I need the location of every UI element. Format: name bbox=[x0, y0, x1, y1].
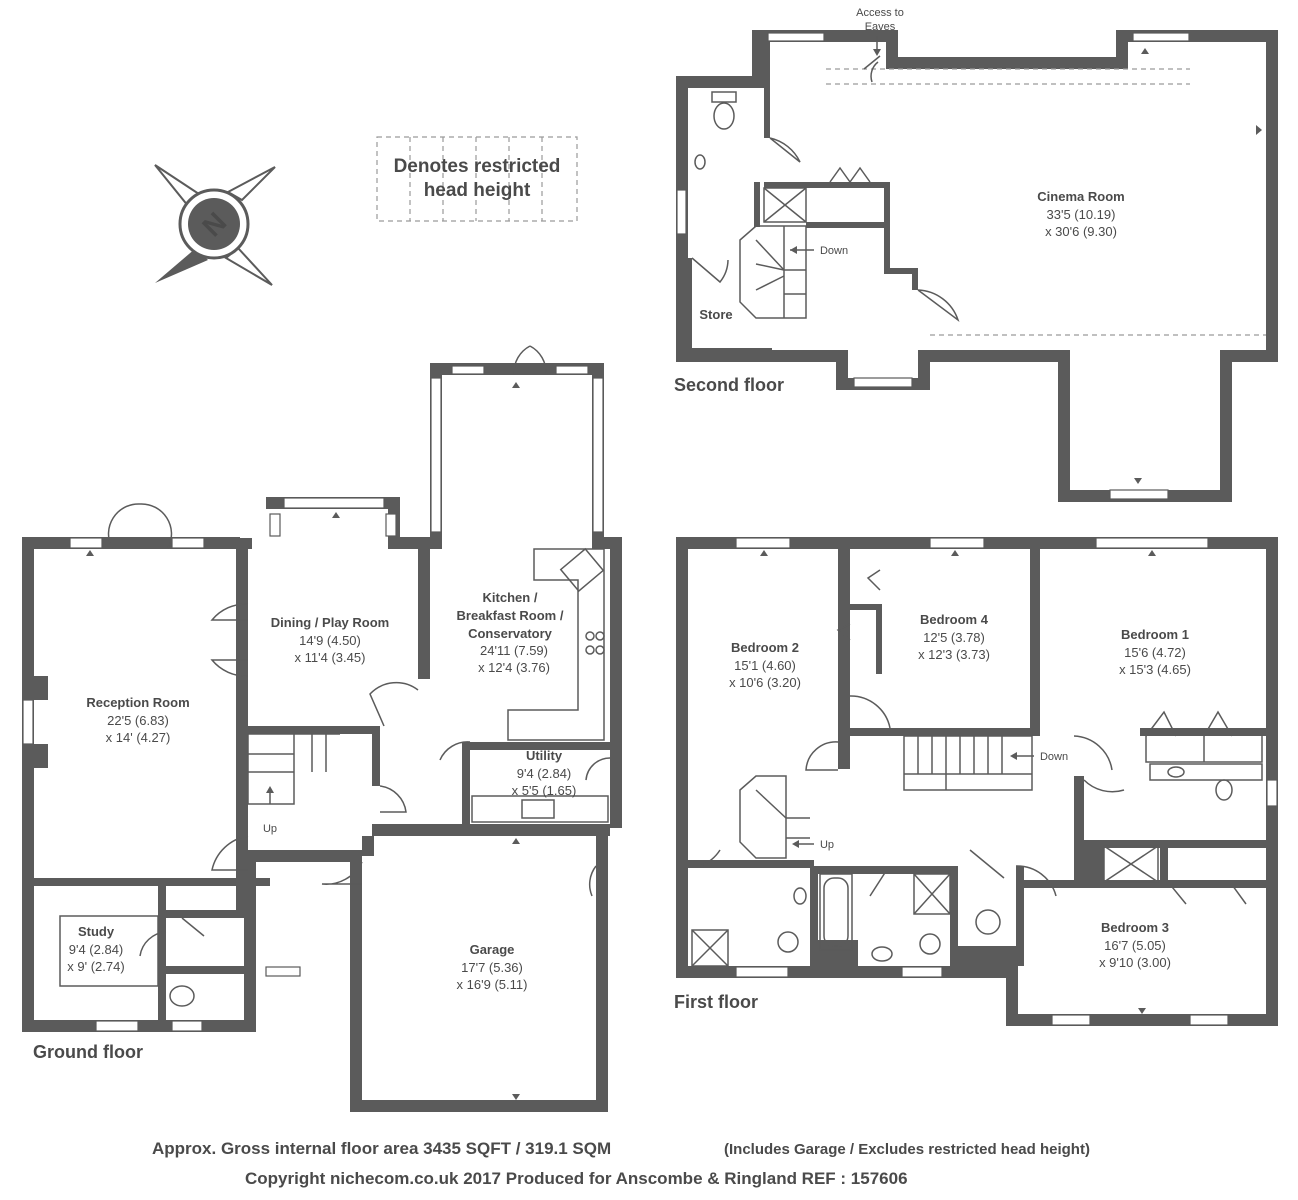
eaves-access-line-2: Eaves bbox=[865, 21, 896, 33]
kitchen-name-line-2: Breakfast Room / bbox=[457, 608, 564, 623]
north-compass-icon: N bbox=[154, 164, 276, 286]
bedroom-4-dim-1: 12'5 (3.78) bbox=[923, 630, 985, 645]
ground-floor-plan: Reception Room 22'5 (6.83) x 14' (4.27) … bbox=[22, 345, 622, 1112]
legend-line-1: Denotes restricted bbox=[394, 156, 561, 177]
legend-line-2: head height bbox=[424, 180, 531, 201]
study-dim-2: x 9' (2.74) bbox=[67, 959, 124, 974]
kitchen-dim-1: 24'11 (7.59) bbox=[480, 643, 548, 658]
bedroom-1-dim-2: x 15'3 (4.65) bbox=[1119, 662, 1191, 677]
bedroom-2-dim-1: 15'1 (4.60) bbox=[734, 658, 796, 673]
second-floor-plan: Cinema Room 33'5 (10.19) x 30'6 (9.30) S… bbox=[674, 7, 1278, 502]
restricted-height-legend: Denotes restricted head height bbox=[376, 136, 578, 222]
cinema-room-dim-1: 33'5 (10.19) bbox=[1047, 207, 1116, 222]
utility-dim-2: x 5'5 (1.65) bbox=[512, 783, 577, 798]
ground-floor-stair-up: Up bbox=[263, 823, 277, 835]
cinema-room-name: Cinema Room bbox=[1037, 189, 1124, 204]
floor-area-text: Approx. Gross internal floor area 3435 S… bbox=[152, 1139, 611, 1158]
first-floor-plan: Bedroom 2 15'1 (4.60) x 10'6 (3.20) Bedr… bbox=[674, 537, 1278, 1026]
bedroom-1-dim-1: 15'6 (4.72) bbox=[1124, 645, 1186, 660]
cinema-room-dim-2: x 30'6 (9.30) bbox=[1045, 224, 1117, 239]
study-dim-1: 9'4 (2.84) bbox=[69, 942, 124, 957]
study-name: Study bbox=[78, 924, 115, 939]
reception-room-name: Reception Room bbox=[86, 695, 189, 710]
second-floor-stair-down: Down bbox=[820, 245, 848, 257]
floor-area-note: (Includes Garage / Excludes restricted h… bbox=[724, 1141, 1090, 1158]
utility-name: Utility bbox=[526, 748, 563, 763]
second-floor-label: Second floor bbox=[674, 375, 784, 395]
bedroom-2-name: Bedroom 2 bbox=[731, 640, 799, 655]
kitchen-dim-2: x 12'4 (3.76) bbox=[478, 660, 550, 675]
reception-room-dim-2: x 14' (4.27) bbox=[106, 730, 171, 745]
dining-room-name: Dining / Play Room bbox=[271, 615, 389, 630]
bedroom-3-dim-2: x 9'10 (3.00) bbox=[1099, 955, 1171, 970]
store-name: Store bbox=[699, 307, 732, 322]
kitchen-name-line-1: Kitchen / bbox=[483, 590, 538, 605]
dining-room-dim-2: x 11'4 (3.45) bbox=[295, 650, 366, 665]
first-floor-stair-down: Down bbox=[1040, 751, 1068, 763]
garage-dim-1: 17'7 (5.36) bbox=[461, 960, 523, 975]
garage-dim-2: x 16'9 (5.11) bbox=[457, 977, 528, 992]
kitchen-name-line-3: Conservatory bbox=[468, 626, 553, 641]
reception-room-dim-1: 22'5 (6.83) bbox=[107, 713, 169, 728]
dining-room-dim-1: 14'9 (4.50) bbox=[299, 633, 361, 648]
first-floor-label: First floor bbox=[674, 992, 758, 1012]
bedroom-2-dim-2: x 10'6 (3.20) bbox=[729, 675, 801, 690]
first-floor-stair-up: Up bbox=[820, 839, 834, 851]
bedroom-3-dim-1: 16'7 (5.05) bbox=[1104, 938, 1166, 953]
eaves-access-line-1: Access to bbox=[856, 7, 904, 19]
ground-floor-label: Ground floor bbox=[33, 1042, 143, 1062]
bedroom-1-name: Bedroom 1 bbox=[1121, 627, 1189, 642]
copyright-text: Copyright nichecom.co.uk 2017 Produced f… bbox=[245, 1169, 908, 1188]
bedroom-4-dim-2: x 12'3 (3.73) bbox=[918, 647, 990, 662]
bedroom-4-name: Bedroom 4 bbox=[920, 612, 989, 627]
utility-dim-1: 9'4 (2.84) bbox=[517, 766, 572, 781]
bedroom-3-name: Bedroom 3 bbox=[1101, 920, 1169, 935]
garage-name: Garage bbox=[470, 942, 515, 957]
